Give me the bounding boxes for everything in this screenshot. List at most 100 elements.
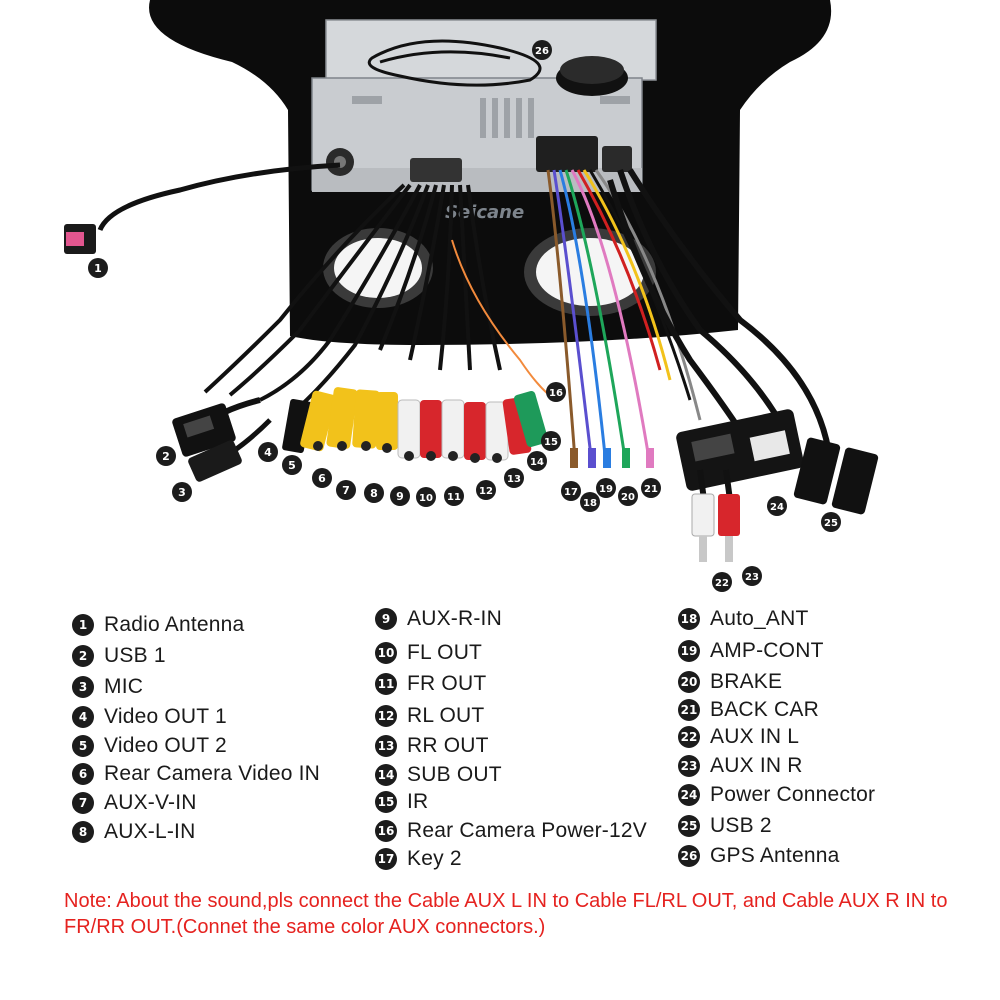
callout-5: 5 [282,455,302,475]
legend-label: RL OUT [407,704,485,727]
svg-text:4: 4 [264,446,272,459]
callout-4: 4 [258,442,278,462]
legend-label: RR OUT [407,734,489,757]
number-badge: 4 [72,706,94,728]
callout-23: 23 [742,566,762,586]
callout-11: 11 [444,486,464,506]
right-cable-bundle [607,168,833,461]
legend-label: Radio Antenna [104,613,245,636]
callout-25: 25 [821,512,841,532]
number-badge: 9 [375,608,397,630]
wire-terminals [570,448,654,468]
number-badge: 7 [72,792,94,814]
number-badge: 25 [678,815,700,837]
legend-label: Video OUT 2 [104,734,227,757]
number-badge: 5 [72,735,94,757]
svg-text:23: 23 [745,572,759,583]
number-badge: 24 [678,784,700,806]
svg-text:25: 25 [824,518,838,529]
svg-text:24: 24 [770,502,784,513]
svg-text:11: 11 [447,492,461,503]
svg-text:8: 8 [370,487,378,500]
number-badge: 13 [375,735,397,757]
legend-item: 4 Video OUT 1 [72,704,227,730]
number-badge: 18 [678,608,700,630]
number-badge: 8 [72,821,94,843]
svg-text:1: 1 [94,262,102,275]
svg-text:26: 26 [535,46,549,57]
legend-label: AUX IN R [710,754,803,777]
callout-6: 6 [312,468,332,488]
svg-text:14: 14 [530,457,544,468]
svg-text:18: 18 [583,498,597,509]
svg-text:9: 9 [396,490,404,503]
svg-text:22: 22 [715,578,729,589]
svg-text:6: 6 [318,472,326,485]
number-badge: 23 [678,755,700,777]
number-badge: 20 [678,671,700,693]
callout-18: 18 [580,492,600,512]
legend-label: Video OUT 1 [104,705,227,728]
callout-26: 26 [532,40,552,60]
legend-item: 3 MIC [72,674,143,700]
svg-text:19: 19 [599,484,613,495]
svg-text:21: 21 [644,484,658,495]
number-badge: 3 [72,676,94,698]
legend-item: 23 AUX IN R [678,753,803,779]
legend-label: AUX-V-IN [104,791,197,814]
callout-22: 22 [712,572,732,592]
legend-label: BACK CAR [710,698,819,721]
legend-label: USB 1 [104,644,166,667]
legend-label: Rear Camera Video IN [104,762,321,785]
number-badge: 26 [678,845,700,867]
power-connector-icon [676,409,804,491]
svg-text:17: 17 [564,487,578,498]
legend-label: MIC [104,675,144,698]
callout-17: 17 [561,481,581,501]
legend-item: 7 AUX-V-IN [72,790,197,816]
legend-label: BRAKE [710,670,783,693]
callout-7: 7 [336,480,356,500]
svg-text:3: 3 [178,486,186,499]
svg-text:13: 13 [507,474,521,485]
rca-connector-row [282,387,549,463]
number-badge: 14 [375,764,397,786]
legend-item: 9 AUX-R-IN [375,606,502,632]
svg-text:10: 10 [419,493,433,504]
legend-item: 2 USB 1 [72,643,166,669]
legend-label: AUX IN L [710,725,800,748]
svg-text:7: 7 [342,484,350,497]
legend-item: 13 RR OUT [375,733,489,759]
svg-text:2: 2 [162,450,170,463]
mic-connector-icon [188,418,272,482]
legend-label: FR OUT [407,672,487,695]
callout-21: 21 [641,478,661,498]
legend-label: AUX-R-IN [407,607,502,630]
svg-text:12: 12 [479,486,493,497]
radio-antenna-cable [64,162,341,254]
callout-8: 8 [364,483,384,503]
power-wire-bundle [546,169,702,466]
number-badge: 2 [72,645,94,667]
usb-1-connector-icon [172,397,261,457]
number-badge: 16 [375,820,397,842]
av-wire-bundle [203,183,502,417]
legend-item: 20 BRAKE [678,669,782,695]
number-badge: 11 [375,673,397,695]
callout-16: 16 [546,382,566,402]
callout-15: 15 [541,431,561,451]
callout-24: 24 [767,496,787,516]
